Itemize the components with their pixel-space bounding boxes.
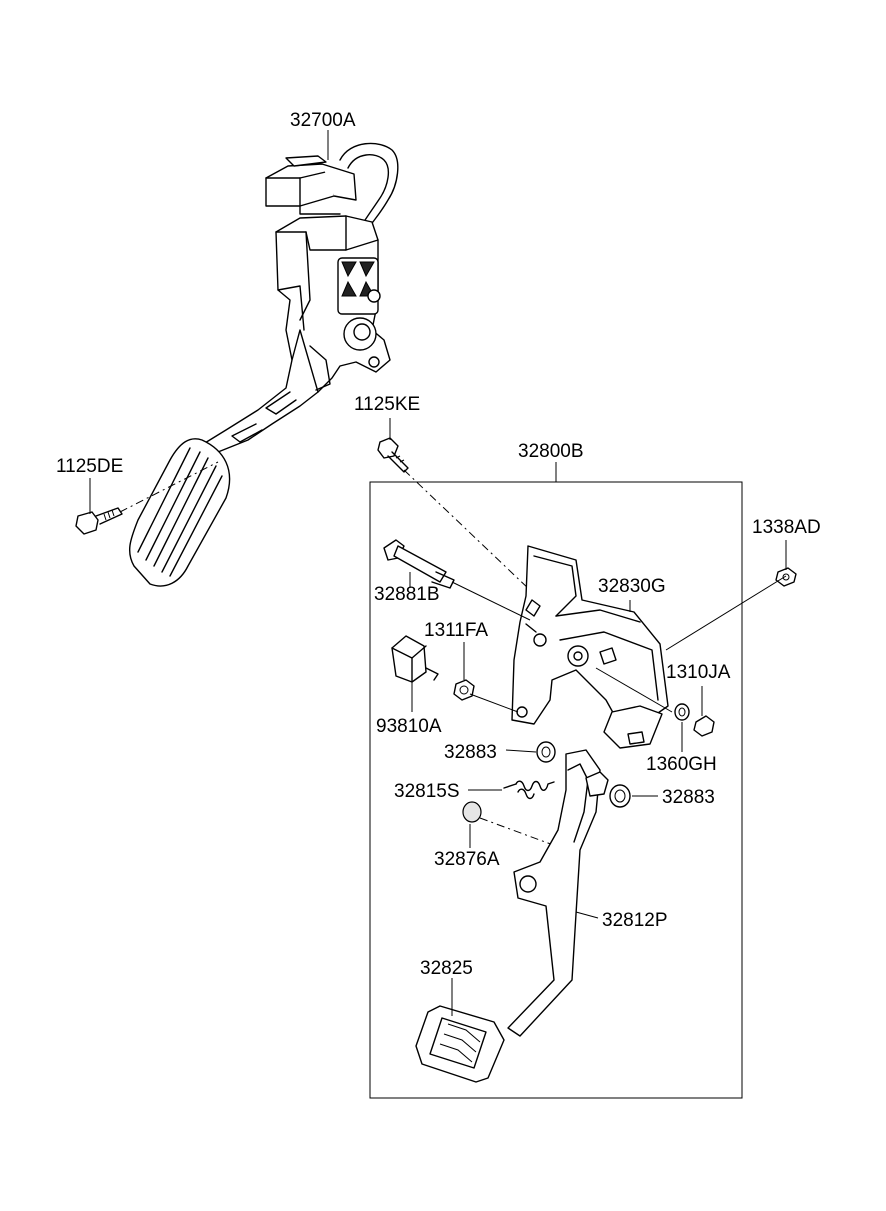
spring-32815S — [503, 780, 555, 800]
label-93810A: 93810A — [376, 716, 442, 737]
washer-1360GH — [674, 703, 690, 721]
label-1310JA: 1310JA — [666, 662, 731, 683]
part-labels: 32700A 1125KE 32800B 1125DE 1338AD 32881… — [56, 110, 821, 979]
label-32825: 32825 — [420, 958, 473, 979]
bushing-32883-left — [536, 741, 556, 763]
label-32700A: 32700A — [290, 110, 356, 131]
label-32883-left: 32883 — [444, 742, 497, 763]
label-1311FA: 1311FA — [424, 620, 488, 641]
label-1338AD: 1338AD — [752, 517, 821, 538]
nut-1311FA — [453, 679, 475, 701]
brake-pedal-assembly — [415, 545, 669, 1083]
nut-1338AD — [775, 567, 797, 587]
label-32800B: 32800B — [518, 441, 584, 462]
bushing-1310JA — [693, 715, 715, 737]
label-32815S: 32815S — [394, 781, 460, 802]
label-32881B: 32881B — [374, 584, 440, 605]
bolt-1125KE — [377, 437, 409, 473]
bolt-1125DE — [75, 507, 123, 535]
label-1125DE: 1125DE — [56, 456, 123, 477]
accelerator-pedal-assembly — [128, 142, 399, 587]
switch-93810A — [391, 635, 439, 683]
sensor-rotor — [337, 257, 381, 315]
bushing-32883-right — [609, 784, 631, 808]
pin-32881B — [383, 539, 455, 589]
label-32830G: 32830G — [598, 576, 666, 597]
stopper-32876A — [462, 801, 482, 823]
leader-lines — [89, 130, 787, 1016]
label-32883-right: 32883 — [662, 787, 715, 808]
label-32812P: 32812P — [602, 910, 668, 931]
label-1360GH: 1360GH — [646, 754, 717, 775]
label-1125KE: 1125KE — [354, 394, 420, 415]
label-32876A: 32876A — [434, 849, 500, 870]
